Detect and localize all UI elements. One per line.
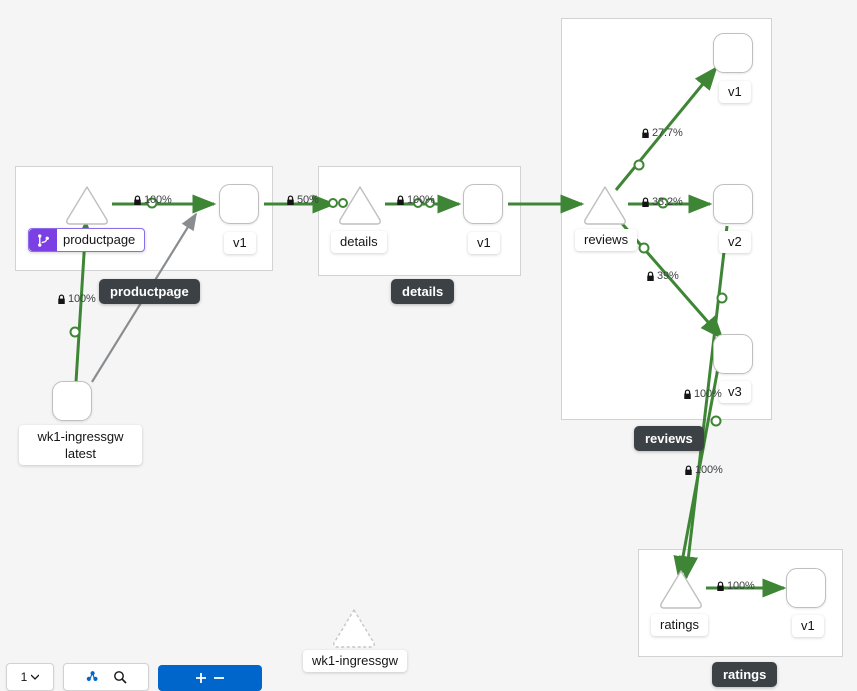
minus-icon [214, 677, 224, 679]
edge-label-reviews-v3: 39% [646, 270, 679, 282]
node-label-text: v3 [728, 384, 742, 399]
node-label-text: v1 [233, 235, 247, 250]
edge-percent: 27.7% [652, 127, 683, 139]
mtls-lock-icon [642, 127, 649, 138]
node-label-line2: latest [64, 446, 97, 461]
node-workload-productpage-v1[interactable] [219, 184, 259, 224]
service-triangle-icon [658, 568, 704, 610]
edge-label-productpage-v1: 100% [133, 194, 172, 206]
tooltip-text: details [402, 284, 444, 299]
node-workload-details-v1[interactable] [463, 184, 503, 224]
plus-icon [196, 673, 206, 683]
node-workload-reviews-v3[interactable] [713, 334, 753, 374]
node-label-text: v1 [801, 618, 815, 633]
edge-label-details-v1: 100% [396, 194, 435, 206]
edge-percent: 100% [144, 194, 172, 206]
node-label-text: v2 [728, 234, 742, 249]
node-label-text: details [340, 234, 378, 249]
node-label-reviews-v2[interactable]: v2 [719, 231, 751, 253]
node-label-reviews-v3[interactable]: v3 [719, 381, 751, 403]
git-branch-icon [29, 229, 57, 251]
primary-action-button[interactable] [158, 665, 262, 691]
fit-to-screen-button[interactable] [63, 663, 149, 691]
edge-percent: 50% [297, 194, 319, 206]
service-triangle-icon [331, 607, 377, 649]
node-wk1-ingressgw[interactable] [52, 381, 92, 421]
mtls-lock-icon [685, 464, 692, 475]
mtls-lock-icon [642, 196, 649, 207]
node-workload-reviews-v1[interactable] [713, 33, 753, 73]
edge-percent: 39% [657, 270, 679, 282]
service-triangle-icon [337, 184, 383, 226]
edge-percent: 100% [695, 464, 723, 476]
node-workload-ratings-v1[interactable] [786, 568, 826, 608]
edge-percent: 33.2% [652, 196, 683, 208]
graph-layout-icon [86, 671, 98, 681]
tooltip-text: reviews [645, 431, 693, 446]
edge-label-v2-ratings: 100% [684, 464, 723, 476]
node-label-ratings[interactable]: ratings [651, 614, 709, 636]
zoom-level-control[interactable]: 1 [6, 663, 54, 691]
service-triangle-icon [582, 184, 628, 226]
mtls-lock-icon [647, 270, 654, 281]
tooltip-text: ratings [723, 667, 767, 682]
node-label-ratings-v1[interactable]: v1 [792, 615, 824, 637]
mtls-lock-icon [397, 194, 404, 205]
search-icon [113, 671, 127, 684]
node-label-text: v1 [477, 235, 491, 250]
zoom-level-label: 1 [20, 670, 28, 684]
node-label-productpage-v1[interactable]: v1 [224, 232, 256, 254]
edge-percent: 100% [68, 293, 96, 305]
node-label-text: reviews [584, 232, 629, 247]
node-label-wk1-ingressgw[interactable]: wk1-ingressgw latest [19, 425, 142, 465]
node-label-productpage[interactable]: productpage [28, 228, 146, 252]
edge-label-ratings-v1: 100% [716, 580, 755, 592]
edge-label-v3-ratings-upper: 100% [683, 388, 722, 400]
edge-percent: 100% [694, 388, 722, 400]
chevron-down-icon [31, 674, 40, 680]
mtls-lock-icon [684, 388, 691, 399]
node-label-details[interactable]: details [331, 231, 387, 253]
graph-toolbar[interactable]: 1 [6, 663, 262, 691]
tooltip-productpage: productpage [99, 279, 200, 304]
tooltip-details: details [391, 279, 455, 304]
node-label-line1: wk1-ingressgw [37, 429, 124, 444]
edge-percent: 100% [407, 194, 435, 206]
service-triangle-icon [64, 184, 110, 226]
node-label-wk1-ingressgw-idle[interactable]: wk1-ingressgw [303, 650, 407, 672]
node-label-reviews[interactable]: reviews [575, 229, 638, 251]
mtls-lock-icon [58, 293, 65, 304]
node-label-text: ratings [660, 617, 700, 632]
edge-label-reviews-v2: 33.2% [641, 196, 683, 208]
node-workload-reviews-v2[interactable] [713, 184, 753, 224]
edge-label-v1-details: 50% [286, 194, 319, 206]
node-label-details-v1[interactable]: v1 [468, 232, 500, 254]
tooltip-reviews: reviews [634, 426, 704, 451]
edge-percent: 100% [727, 580, 755, 592]
node-label-text: v1 [728, 84, 742, 99]
mtls-lock-icon [287, 194, 294, 205]
tooltip-ratings: ratings [712, 662, 778, 687]
edge-label-ingressgw-productpage: 100% [57, 293, 96, 305]
mtls-lock-icon [717, 580, 724, 591]
edge-label-reviews-v1: 27.7% [641, 127, 683, 139]
node-label-text: productpage [63, 232, 136, 247]
mtls-lock-icon [134, 194, 141, 205]
node-label-reviews-v1[interactable]: v1 [719, 81, 751, 103]
node-label-text: wk1-ingressgw [312, 653, 398, 668]
tooltip-text: productpage [110, 284, 189, 299]
